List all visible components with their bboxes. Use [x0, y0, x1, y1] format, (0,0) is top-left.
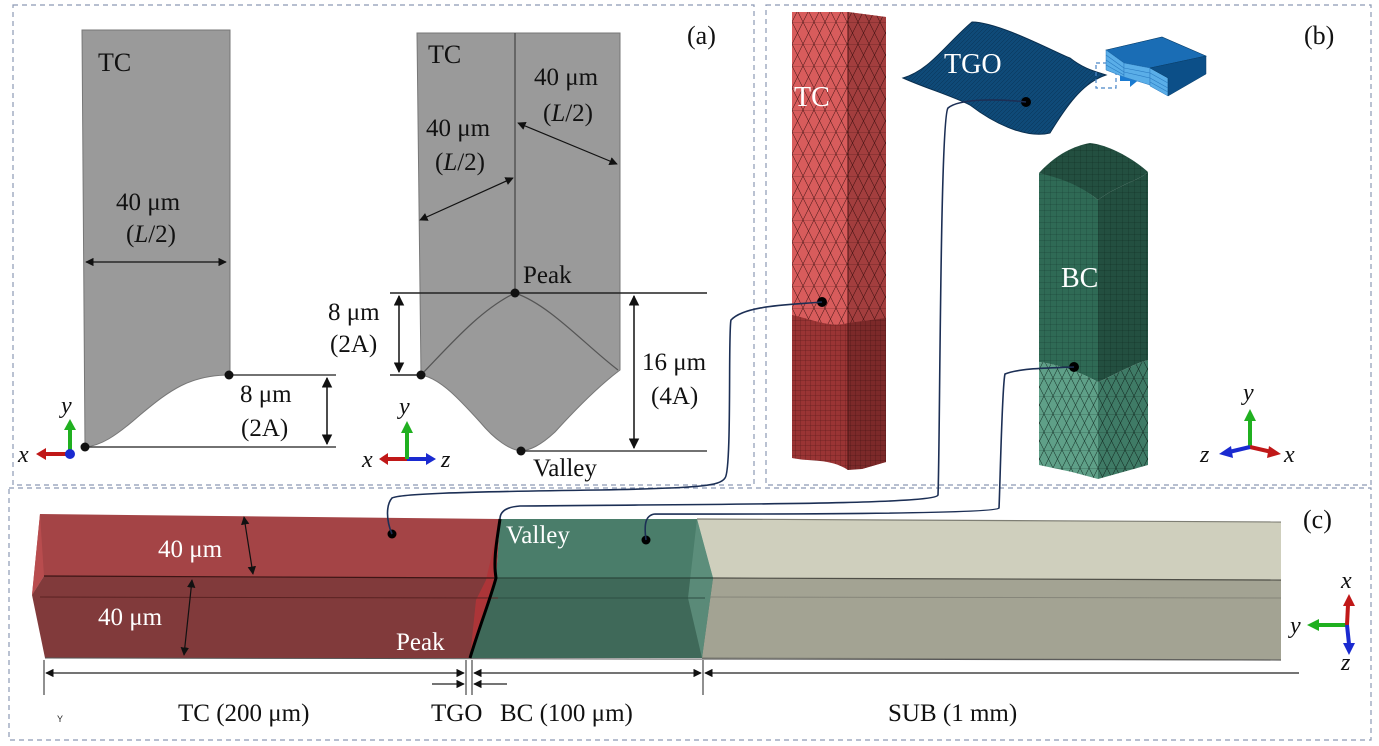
axis-triad-a-right: x y z	[361, 394, 451, 473]
crest-point	[416, 370, 426, 380]
y-axis-arrow-icon	[1244, 409, 1256, 421]
bottom-thickness-text: 40 μm	[98, 604, 163, 631]
peak-curve-right	[514, 292, 619, 371]
axis-triad-a-left: x y	[17, 393, 76, 468]
axis-x-label: x	[361, 447, 373, 473]
peak-label: Peak	[523, 262, 572, 289]
z-axis-arrow-icon	[426, 453, 436, 465]
height-symbol-text: (2A)	[241, 415, 288, 442]
tgo-3d-label: TGO	[944, 49, 1002, 80]
total-height-text: 16 μm	[642, 349, 707, 376]
panel-a-tag: (a)	[687, 21, 716, 50]
tc-block	[32, 514, 500, 658]
dim1-arrow	[517, 122, 618, 165]
tc-2d-section-right	[416, 32, 621, 452]
axis-z-label: z	[1199, 442, 1210, 468]
panel-c-tag: (c)	[1303, 505, 1332, 534]
top-thickness-arrow	[241, 516, 256, 575]
material-label-tc: TC	[428, 40, 461, 69]
axis-triad-b: y x z	[1199, 380, 1295, 468]
panel-a-left-section: TC 40 μm (L/2) 8 μm (2A) x y	[17, 29, 336, 468]
left-height-symbol-text: (2A)	[330, 331, 377, 358]
axis-x-label: x	[17, 442, 29, 468]
axis-z-label: z	[1340, 650, 1351, 676]
width-symbol-text: (L/2)	[126, 221, 176, 248]
y-axis-arrow-icon	[1307, 619, 1319, 631]
dim1-text: 40 μm	[534, 64, 599, 91]
axis-triad-c: x y z	[1288, 568, 1355, 676]
axis-x-label: x	[1340, 568, 1352, 594]
tc-2d-section-left	[81, 29, 231, 448]
panel-a-frame	[12, 4, 755, 486]
dim1-symbol-text: (L/2)	[543, 100, 593, 127]
y-axis-arrow-icon	[64, 419, 76, 430]
bc-3d-label: BC	[1061, 263, 1098, 294]
x-axis-arrow-icon	[36, 448, 46, 460]
tgo-3d-mesh-sheet: TGO	[901, 21, 1207, 135]
tc-3d-mesh-column: TC	[792, 12, 886, 470]
dim2-symbol-text: (L/2)	[435, 149, 485, 176]
segment-label-bc: BC (100 μm)	[500, 700, 633, 727]
left-height-text: 8 μm	[328, 299, 380, 326]
valley-label: Valley	[533, 455, 597, 482]
x-axis-arrow-icon	[379, 453, 388, 465]
valley-label: Valley	[506, 522, 570, 549]
axis-y-label: y	[397, 394, 410, 420]
sub-block	[688, 518, 1282, 661]
x-axis-arrow-icon	[1267, 446, 1281, 458]
valley-point	[80, 442, 90, 452]
panel-b-frame	[765, 4, 1372, 486]
z-axis-arrow-icon	[1343, 643, 1355, 655]
panel-b-tag: (b)	[1304, 21, 1334, 50]
peak-curve-left	[420, 292, 516, 376]
axis-x-label: x	[1283, 442, 1295, 468]
panel-b: TC TGO	[792, 12, 1334, 479]
z-axis-arrow-icon	[1219, 446, 1233, 458]
segment-label-tc: TC (200 μm)	[178, 700, 309, 727]
stray-mark: Y	[57, 714, 63, 724]
length-dimensions	[43, 660, 1299, 695]
top-thickness-text: 40 μm	[158, 536, 223, 563]
peak-label: Peak	[396, 629, 445, 656]
axis-z-label: z	[440, 447, 451, 473]
panel-a-right-section: TC 40 μm (L/2) 40 μm (L/2) Peak 8 μm (2A…	[328, 21, 716, 482]
connector-bc	[644, 366, 1075, 541]
panel-c-frame	[8, 487, 1372, 741]
dim2-arrow	[419, 177, 514, 221]
bc-block	[470, 519, 713, 658]
height-dimension-text: 8 μm	[240, 381, 292, 408]
total-height-symbol-text: (4A)	[651, 383, 698, 410]
z-axis-dot-icon	[65, 449, 75, 459]
tgo-zoom-block	[1105, 36, 1207, 97]
tgo-interface	[468, 518, 502, 659]
bc-3d-mesh-column: BC	[1039, 143, 1148, 479]
bottom-edge	[44, 657, 1282, 661]
segment-label-tgo: TGO	[431, 700, 482, 727]
connector-tgo	[499, 99, 1027, 520]
peak-point	[510, 288, 520, 298]
connector-tc	[386, 301, 823, 535]
valley-point	[516, 446, 526, 456]
crest-point	[224, 370, 234, 380]
x-axis-arrow-icon	[1343, 594, 1355, 606]
axis-y-label: y	[59, 393, 72, 419]
dim2-text: 40 μm	[426, 115, 491, 142]
tc-3d-label: TC	[794, 82, 830, 113]
y-axis-arrow-icon	[401, 421, 413, 433]
material-label-tc: TC	[98, 48, 131, 77]
width-dimension-text: 40 μm	[116, 189, 181, 216]
panel-c: 40 μm 40 μm Peak Valley (c) TC (200 μm) …	[32, 505, 1355, 727]
segment-label-sub: SUB (1 mm)	[888, 700, 1017, 727]
connector-lines	[386, 99, 1075, 541]
axis-y-label: y	[1288, 613, 1301, 639]
bottom-thickness-arrow	[180, 579, 196, 656]
axis-y-label: y	[1241, 380, 1254, 406]
